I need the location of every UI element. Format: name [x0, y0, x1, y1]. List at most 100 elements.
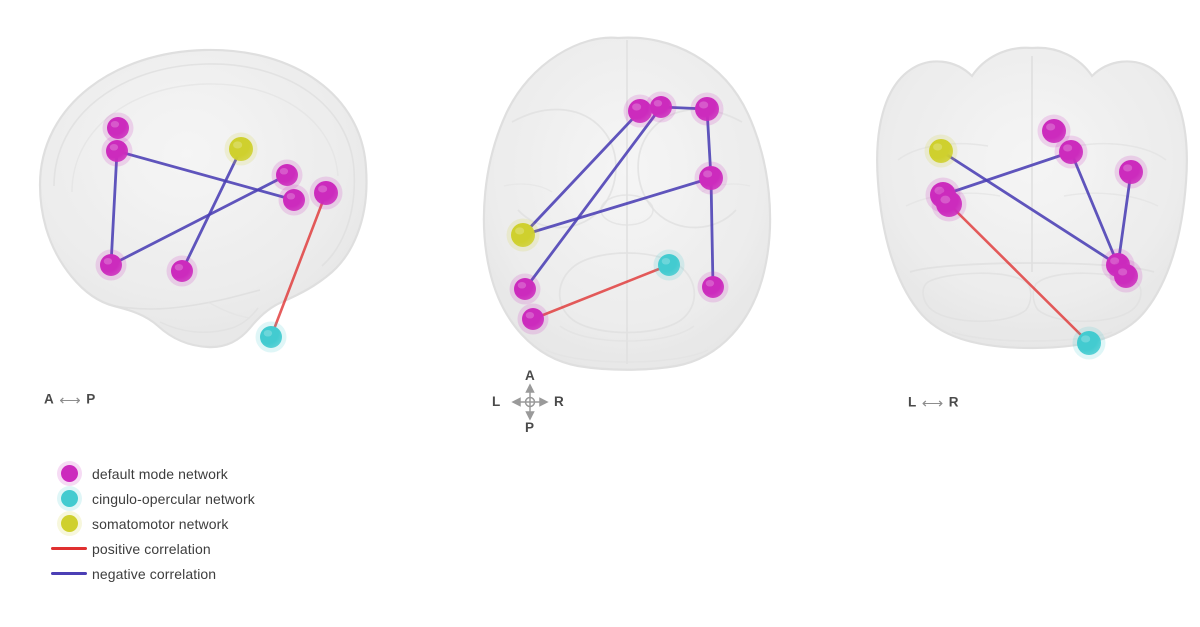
- sagittal-brain-view: [10, 10, 410, 375]
- orientation-label-anterior: A: [525, 368, 535, 383]
- orientation-label-left: L: [908, 394, 917, 410]
- node-somatomotor-network: [229, 137, 253, 161]
- node-default-mode-network: [628, 99, 652, 123]
- legend-item-label: negative correlation: [92, 565, 217, 582]
- node-highlight: [110, 120, 120, 128]
- legend-item-label: somatomotor network: [92, 515, 229, 532]
- node-highlight: [279, 167, 289, 175]
- sagittal-nodes: [95, 112, 343, 353]
- legend-item-label: positive correlation: [92, 540, 211, 557]
- node-highlight: [653, 99, 663, 107]
- node-highlight: [174, 263, 184, 271]
- node-highlight: [1110, 257, 1120, 265]
- node-highlight: [1081, 335, 1091, 343]
- legend-correlation-line-icon: [51, 546, 87, 551]
- legend-line-key: [46, 546, 92, 551]
- legend-network-dot-icon: [60, 490, 78, 507]
- node-default-mode-network: [107, 117, 129, 139]
- edge-negative-correlation: [521, 176, 713, 237]
- node-highlight: [632, 103, 642, 111]
- edge-positive-correlation: [269, 191, 328, 339]
- node-highlight: [517, 281, 527, 289]
- axial-brain-view: [420, 10, 790, 375]
- legend-item: cingulo-opercular network: [46, 486, 376, 511]
- node-default-mode-network: [699, 166, 723, 190]
- node-default-mode-network: [514, 278, 536, 300]
- orientation-label-right: R: [554, 394, 564, 409]
- edge-negative-correlation: [115, 149, 296, 202]
- edge-negative-correlation: [709, 176, 715, 289]
- orientation-label-anterior: A: [44, 391, 55, 407]
- node-highlight: [934, 186, 945, 195]
- edge-negative-correlation: [521, 109, 642, 237]
- coronal-nodes: [924, 114, 1148, 360]
- node-highlight: [103, 257, 113, 265]
- node-highlight: [705, 279, 715, 287]
- node-default-mode-network: [522, 308, 544, 330]
- edge-positive-correlation: [531, 263, 671, 321]
- node-default-mode-network: [171, 260, 193, 282]
- legend-item: negative correlation: [46, 561, 376, 586]
- node-default-mode-network: [276, 164, 298, 186]
- edge-positive-correlation: [947, 202, 1091, 345]
- coronal-brain-surface: [876, 46, 1188, 350]
- node-default-mode-network: [283, 189, 305, 211]
- orientation-label-posterior: P: [525, 420, 535, 435]
- node-highlight: [933, 143, 943, 151]
- node-highlight: [703, 170, 713, 178]
- node-cingulo-opercular-network: [658, 254, 680, 276]
- orientation-label-left: L: [492, 394, 501, 409]
- edge-negative-correlation: [180, 147, 243, 273]
- edge-negative-correlation: [109, 149, 119, 267]
- orientation-marker-coronal: L⟷R: [908, 394, 959, 412]
- four-way-arrow-icon: [511, 383, 549, 421]
- legend-dot-key: [46, 465, 92, 482]
- node-cingulo-opercular-network: [260, 326, 282, 348]
- node-somatomotor-network: [929, 139, 953, 163]
- legend-item: somatomotor network: [46, 511, 376, 536]
- node-highlight: [233, 141, 243, 149]
- node-default-mode-network: [650, 96, 672, 118]
- legend-item: default mode network: [46, 461, 376, 486]
- legend-dot-key: [46, 515, 92, 532]
- orientation-marker-axial: A P L R: [492, 368, 568, 436]
- legend-item-label: default mode network: [92, 465, 228, 482]
- legend-network-dot-icon: [60, 465, 78, 482]
- node-highlight: [1046, 123, 1056, 131]
- node-default-mode-network: [314, 181, 338, 205]
- node-default-mode-network: [1119, 160, 1143, 184]
- legend-dot-key: [46, 490, 92, 507]
- double-arrow-icon: ⟷: [921, 395, 944, 412]
- double-arrow-icon: ⟷: [59, 392, 82, 409]
- node-highlight: [1123, 164, 1133, 172]
- node-default-mode-network: [100, 254, 122, 276]
- orientation-label-right: R: [948, 394, 960, 410]
- edge-negative-correlation: [941, 150, 1073, 197]
- edge-negative-correlation: [939, 149, 1120, 267]
- legend-item: positive correlation: [46, 536, 376, 561]
- axial-nodes: [506, 91, 729, 335]
- coronal-edges: [939, 149, 1133, 345]
- coronal-brain-view: [855, 10, 1200, 375]
- node-highlight: [263, 329, 273, 337]
- node-highlight: [699, 101, 709, 109]
- node-default-mode-network: [1114, 264, 1138, 288]
- node-highlight: [940, 195, 951, 204]
- node-highlight: [1118, 268, 1128, 276]
- node-highlight: [318, 185, 328, 193]
- node-default-mode-network: [1042, 119, 1066, 143]
- legend-line-key: [46, 571, 92, 576]
- edge-negative-correlation: [109, 173, 289, 267]
- node-default-mode-network: [106, 140, 128, 162]
- node-default-mode-network: [702, 276, 724, 298]
- node-somatomotor-network: [511, 223, 535, 247]
- node-highlight: [661, 257, 671, 265]
- node-default-mode-network: [936, 191, 962, 217]
- sagittal-edges: [109, 147, 328, 339]
- orientation-marker-sagittal: A⟷P: [44, 391, 96, 409]
- edge-negative-correlation: [523, 105, 663, 291]
- node-highlight: [286, 192, 296, 200]
- node-default-mode-network: [1059, 140, 1083, 164]
- legend: default mode network cingulo-opercular ne…: [46, 461, 376, 586]
